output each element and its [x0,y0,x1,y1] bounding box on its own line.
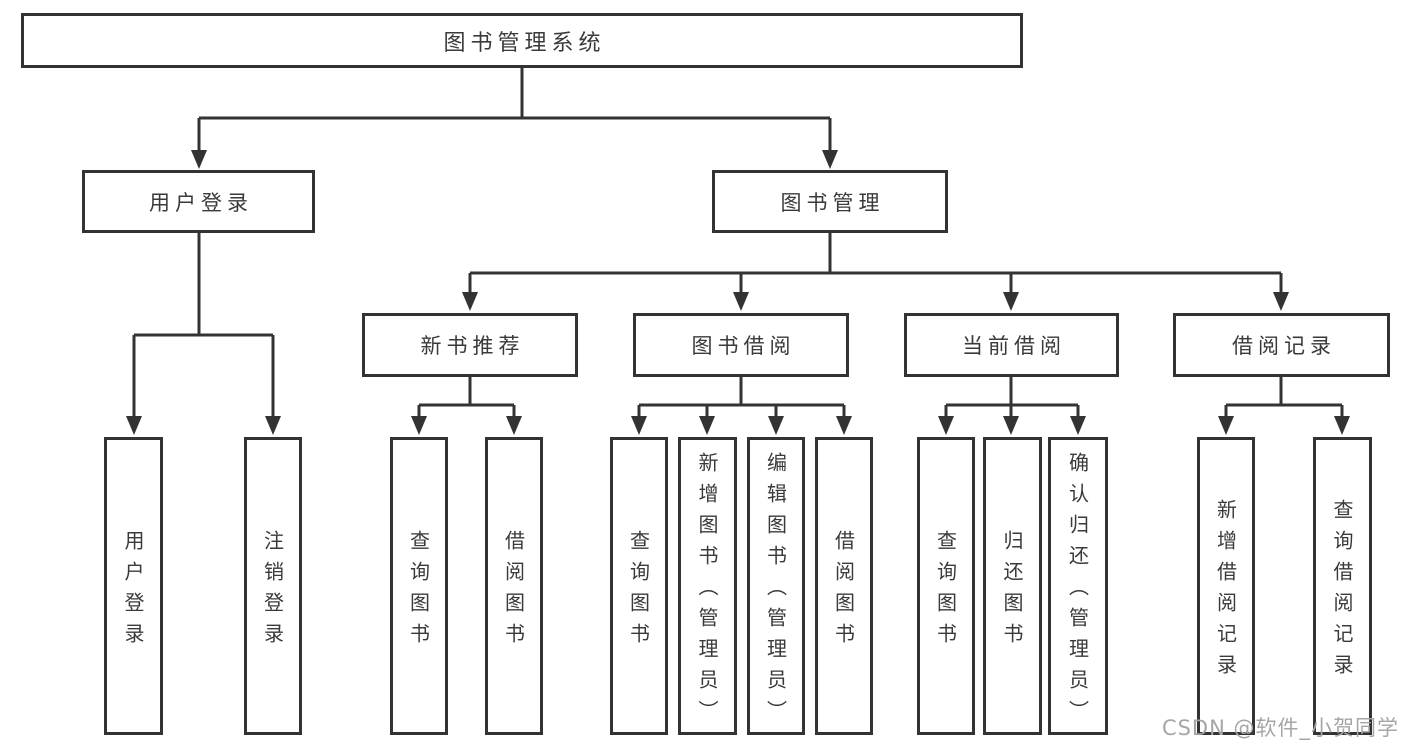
leaf-borrowing-borrow-books: 借阅图书 [815,437,873,735]
leaf-edit-books-admin-label: 编辑图书（管理员） [763,452,788,731]
leaf-borrowing-borrow-books-label: 借阅图书 [831,529,856,654]
arrow-icon [1334,416,1350,435]
leaf-query-borrow-record-label: 查询借阅记录 [1330,498,1354,685]
arrow-icon [938,416,954,435]
arrow-icon [411,416,427,435]
arrow-icon [1003,292,1019,311]
leaf-user-login: 用户登录 [104,437,163,735]
node-current-borrowing-label: 当前借阅 [962,334,1066,358]
leaf-current-query-books-label: 查询图书 [933,529,958,654]
arrow-icon [191,150,207,169]
node-borrowing-records: 借阅记录 [1173,313,1390,377]
leaf-borrowing-query-books-label: 查询图书 [626,529,651,654]
node-book-management-label: 图书管理 [780,190,885,215]
leaf-current-query-books: 查询图书 [917,437,975,735]
leaf-edit-books-admin: 编辑图书（管理员） [747,437,805,735]
leaf-user-login-label: 用户登录 [121,529,145,654]
node-root-label: 图书管理系统 [443,30,606,56]
csdn-watermark: CSDN @软件_小贺同学 [1161,716,1399,740]
leaf-borrowing-query-books: 查询图书 [610,437,668,735]
arrow-icon [1070,416,1086,435]
leaf-confirm-return-admin-label: 确认归还（管理员） [1065,452,1090,731]
arrow-icon [733,292,749,311]
arrow-icon [768,416,784,435]
arrow-icon [822,150,838,169]
arrow-icon [265,416,281,435]
node-root: 图书管理系统 [21,13,1023,68]
leaf-recommend-borrow-books-label: 借阅图书 [501,529,526,654]
node-user-login-label: 用户登录 [149,190,253,215]
arrow-icon [1003,416,1019,435]
node-current-borrowing: 当前借阅 [904,313,1119,377]
leaf-return-books: 归还图书 [983,437,1042,735]
arrow-icon [1273,292,1289,311]
leaf-logout-label: 注销登录 [260,529,285,654]
leaf-confirm-return-admin: 确认归还（管理员） [1048,437,1108,735]
leaf-recommend-borrow-books: 借阅图书 [485,437,543,735]
tree-edges [132,68,1344,418]
arrow-icon [1218,416,1234,435]
leaf-recommend-query-books-label: 查询图书 [406,529,431,654]
leaf-recommend-query-books: 查询图书 [390,437,448,735]
leaf-add-books-admin: 新增图书（管理员） [678,437,737,735]
arrow-icon [462,292,478,311]
leaf-add-borrow-record: 新增借阅记录 [1197,437,1255,735]
node-book-borrowing-label: 图书借阅 [691,334,796,358]
node-borrowing-records-label: 借阅记录 [1232,334,1336,358]
leaf-add-books-admin-label: 新增图书（管理员） [695,452,719,731]
node-new-book-recommend-label: 新书推荐 [420,334,525,358]
arrow-icon [631,416,647,435]
leaf-query-borrow-record: 查询借阅记录 [1313,437,1372,735]
node-new-book-recommend: 新书推荐 [362,313,578,377]
arrow-icon [126,416,142,435]
leaf-add-borrow-record-label: 新增借阅记录 [1213,498,1238,685]
node-book-management: 图书管理 [712,170,948,233]
leaf-return-books-label: 归还图书 [1000,529,1024,654]
arrow-icon [699,416,715,435]
leaf-logout: 注销登录 [244,437,302,735]
arrow-icon [506,416,522,435]
node-book-borrowing: 图书借阅 [633,313,849,377]
arrow-icon [836,416,852,435]
node-user-login: 用户登录 [82,170,315,233]
